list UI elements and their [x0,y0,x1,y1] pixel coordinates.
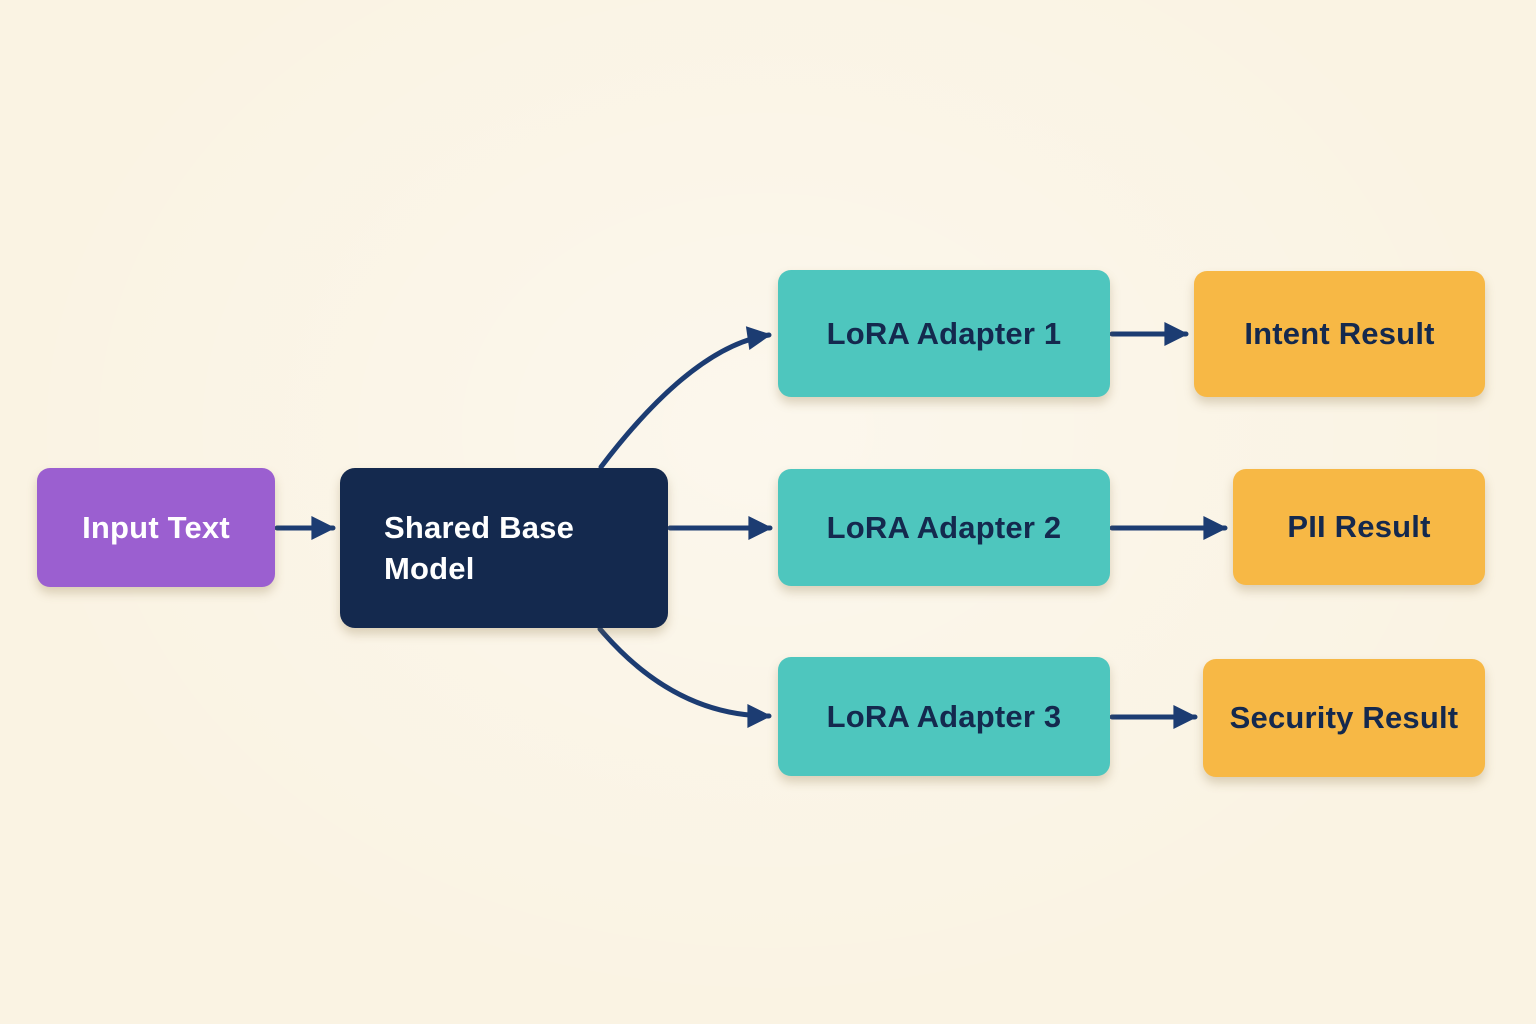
node-input-text-label: Input Text [82,509,230,545]
node-lora-adapter-2-label: LoRA Adapter 2 [826,509,1062,545]
node-shared-base-model-label: Shared Base Model [384,510,575,586]
node-pii-result: PII Result [1233,469,1485,585]
edge-base-to-adapter3 [597,626,772,728]
node-input-text: Input Text [37,468,275,587]
node-lora-adapter-3-label: LoRA Adapter 3 [826,698,1062,734]
edge-base-to-adapter1 [598,326,772,470]
node-intent-result: Intent Result [1194,271,1485,397]
node-intent-result-label: Intent Result [1244,316,1435,351]
node-lora-adapter-2: LoRA Adapter 2 [778,469,1110,586]
node-lora-adapter-1: LoRA Adapter 1 [778,270,1110,397]
node-security-result-label: Security Result [1229,700,1459,735]
node-pii-result-label: PII Result [1287,509,1431,544]
node-lora-adapter-3: LoRA Adapter 3 [778,657,1110,776]
node-security-result: Security Result [1203,659,1485,777]
node-shared-base-model: Shared Base Model [340,468,668,628]
node-lora-adapter-1-label: LoRA Adapter 1 [826,315,1062,351]
